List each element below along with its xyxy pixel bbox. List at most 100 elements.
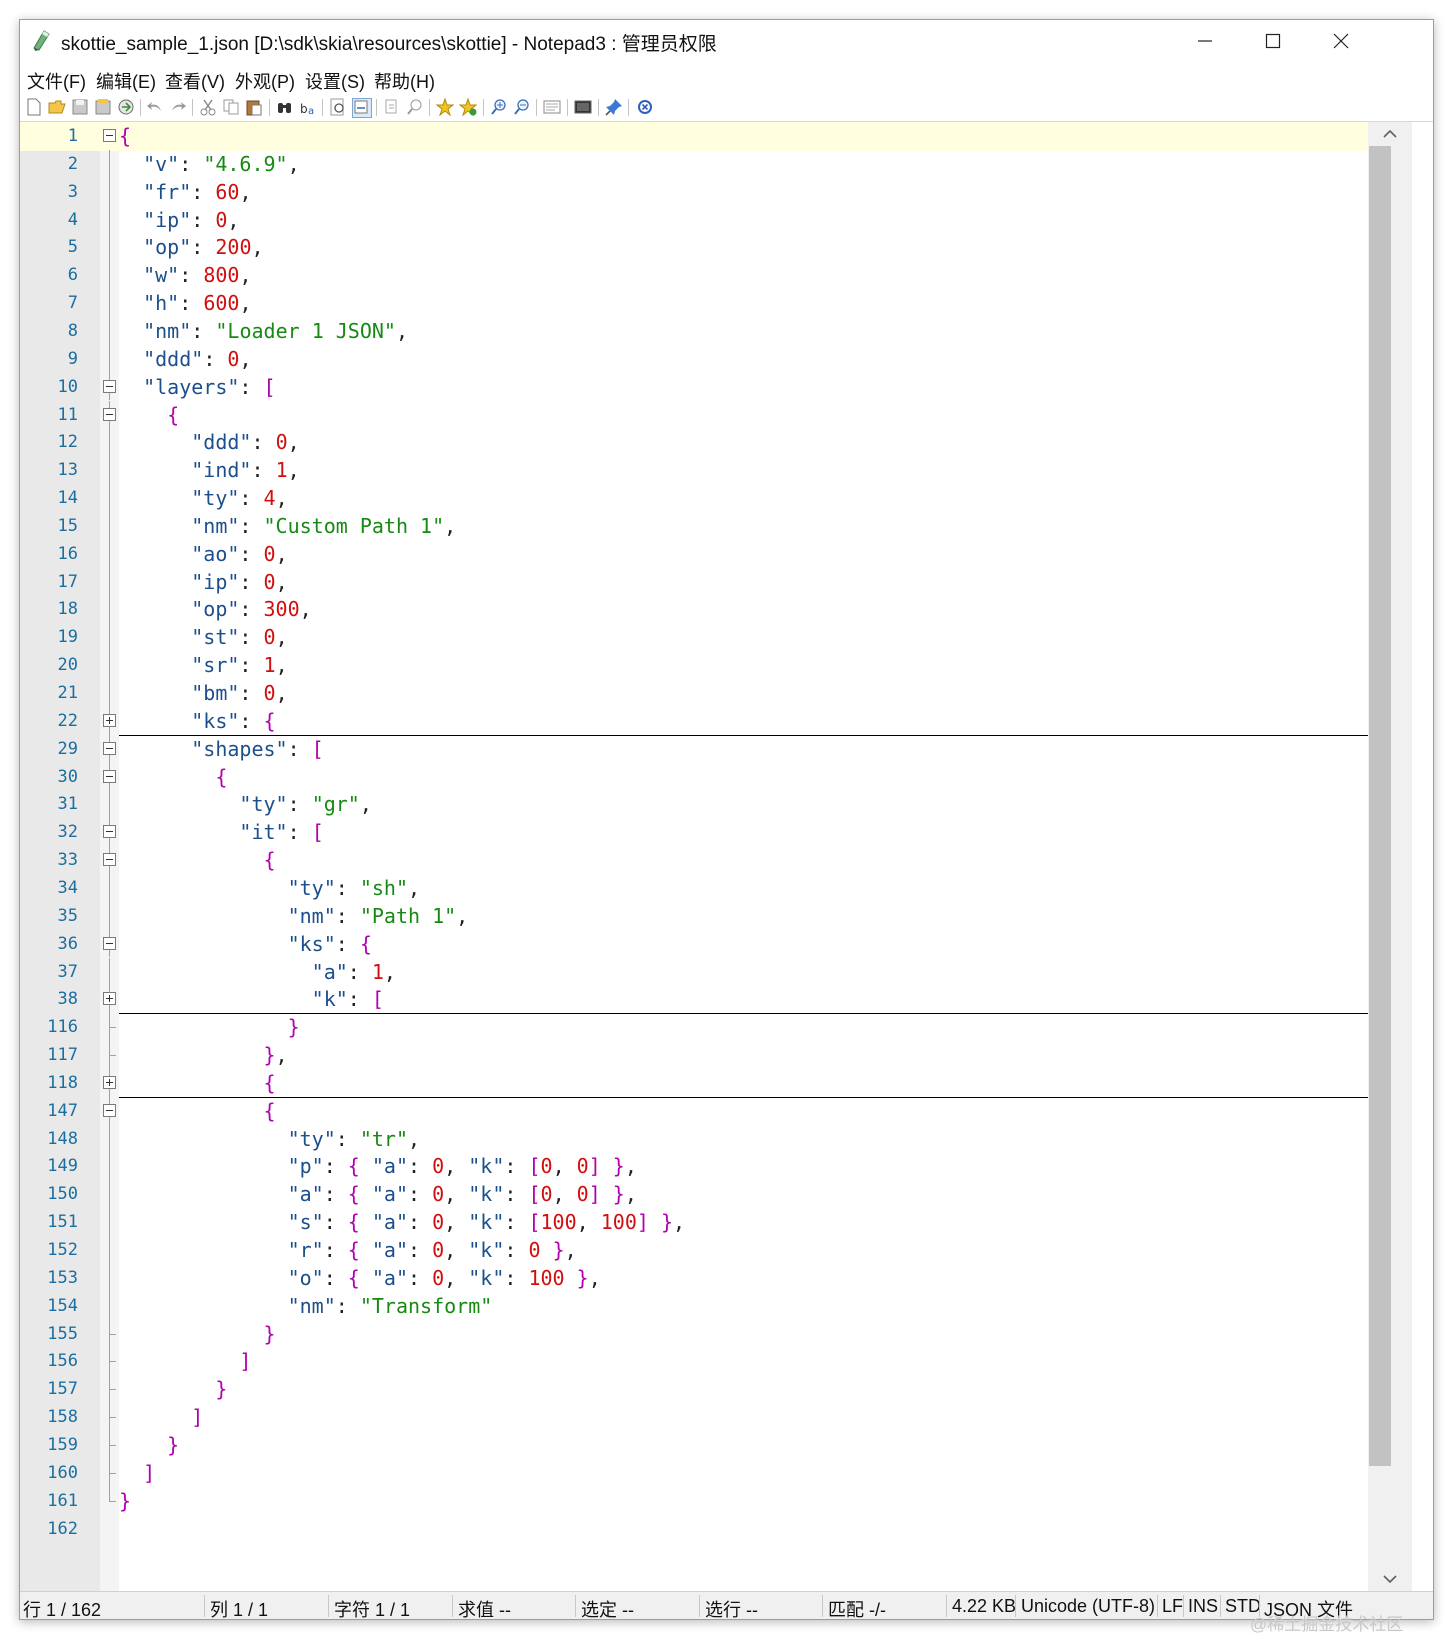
fold-expand-icon[interactable] [103,992,116,1006]
code-line[interactable]: 16 "ao": 0, [20,539,1412,569]
code-line[interactable]: 30 { [20,762,1412,792]
fold-collapse-icon[interactable] [103,379,116,393]
zoom-out-icon[interactable] [513,98,531,116]
save-icon[interactable] [71,98,89,116]
close-file-icon[interactable] [636,98,654,116]
code-line[interactable]: 148 "ty": "tr", [20,1124,1412,1154]
open-folder-icon[interactable] [48,98,66,116]
paste-icon[interactable] [245,98,263,116]
status-file-size[interactable]: 4.22 KB [952,1596,1017,1616]
status-line[interactable]: 行 1 / 162 [23,1600,102,1620]
word-wrap-icon[interactable] [329,98,347,116]
code-line[interactable]: 32 "it": [ [20,818,1412,847]
redo-icon[interactable] [169,98,187,116]
status-match[interactable]: 匹配 -/- [828,1600,886,1620]
menu-appearance[interactable]: 外观(P) [235,72,295,92]
code-line[interactable]: 161} [20,1486,1412,1516]
fold-collapse-icon[interactable] [103,129,116,142]
status-insert-mode[interactable]: INS [1188,1596,1219,1616]
new-file-icon[interactable] [26,98,44,116]
fold-expand-icon[interactable] [103,713,116,727]
code-line[interactable]: 156 ] [20,1347,1412,1376]
code-line[interactable]: 35 "nm": "Path 1", [20,901,1412,931]
scroll-down-button[interactable] [1368,1567,1412,1591]
status-encoding[interactable]: Unicode (UTF-8) [1021,1596,1156,1616]
code-line[interactable]: 18 "op": 300, [20,595,1412,624]
scroll-up-button[interactable] [1368,122,1412,146]
cut-icon[interactable] [199,98,217,116]
bookmark-add-icon[interactable] [459,98,477,116]
code-line[interactable]: 118 { [20,1068,1412,1098]
status-mode[interactable]: STD [1225,1596,1261,1616]
code-line[interactable]: 149 "p": { "a": 0, "k": [0, 0] }, [20,1152,1412,1181]
code-line[interactable]: 12 "ddd": 0, [20,428,1412,457]
code-line[interactable]: 6 "w": 800, [20,261,1412,290]
code-line[interactable]: 22 "ks": { [20,706,1412,736]
pin-icon[interactable] [605,98,623,116]
fold-collapse-icon[interactable] [103,769,116,783]
code-editor[interactable]: 1{2 "v": "4.6.9",3 "fr": 60,4 "ip": 0,5 … [20,122,1412,1591]
code-line[interactable]: 117 }, [20,1041,1412,1070]
code-line[interactable]: 4 "ip": 0, [20,205,1412,235]
scroll-thumb[interactable] [1369,146,1391,1466]
code-line[interactable]: 116 } [20,1013,1412,1042]
status-column[interactable]: 列 1 / 1 [210,1600,269,1620]
code-line[interactable]: 154 "nm": "Transform" [20,1291,1412,1321]
code-line[interactable]: 10 "layers": [ [20,372,1412,402]
goto-icon[interactable] [383,98,401,116]
code-line[interactable]: 9 "ddd": 0, [20,344,1412,374]
code-line[interactable]: 1{ [20,122,1412,151]
code-line[interactable]: 17 "ip": 0, [20,567,1412,597]
fold-collapse-icon[interactable] [103,853,116,867]
fold-collapse-icon[interactable] [103,1103,116,1117]
screen-icon[interactable] [574,98,592,116]
code-line[interactable]: 36 "ks": { [20,929,1412,959]
code-line[interactable]: 3 "fr": 60, [20,177,1412,207]
code-line[interactable]: 162 [20,1515,1412,1544]
code-line[interactable]: 13 "ind": 1, [20,456,1412,485]
code-line[interactable]: 11 { [20,400,1412,430]
menu-file[interactable]: 文件(F) [27,72,86,92]
status-eol[interactable]: LF [1162,1596,1184,1616]
close-button[interactable] [1307,20,1375,62]
code-line[interactable]: 15 "nm": "Custom Path 1", [20,511,1412,541]
code-line[interactable]: 31 "ty": "gr", [20,790,1412,819]
menu-view[interactable]: 查看(V) [165,72,225,92]
code-line[interactable]: 150 "a": { "a": 0, "k": [0, 0] }, [20,1180,1412,1209]
code-line[interactable]: 34 "ty": "sh", [20,873,1412,903]
zoom-in-icon[interactable] [490,98,508,116]
fold-collapse-icon[interactable] [103,741,116,755]
save-as-icon[interactable] [94,98,112,116]
code-line[interactable]: 8 "nm": "Loader 1 JSON", [20,316,1412,346]
code-line[interactable]: 157 } [20,1375,1412,1404]
code-line[interactable]: 153 "o": { "a": 0, "k": 100 }, [20,1263,1412,1293]
fold-collapse-icon[interactable] [103,407,116,421]
menu-settings[interactable]: 设置(S) [305,72,365,92]
code-line[interactable]: 2 "v": "4.6.9", [20,149,1412,179]
code-line[interactable]: 158 ] [20,1403,1412,1432]
code-line[interactable]: 14 "ty": 4, [20,484,1412,513]
fold-expand-icon[interactable] [103,1075,116,1089]
code-line[interactable]: 20 "sr": 1, [20,651,1412,680]
minimize-button[interactable] [1171,20,1239,62]
code-line[interactable]: 151 "s": { "a": 0, "k": [100, 100] }, [20,1208,1412,1237]
code-line[interactable]: 5 "op": 200, [20,233,1412,262]
find-next-icon[interactable] [406,98,424,116]
code-line[interactable]: 33 { [20,846,1412,875]
bookmark-icon[interactable] [436,98,454,116]
schemes-icon[interactable] [543,98,561,116]
code-line[interactable]: 147 { [20,1096,1412,1126]
code-line[interactable]: 29 "shapes": [ [20,734,1412,764]
copy-icon[interactable] [222,98,240,116]
code-line[interactable]: 155 } [20,1319,1412,1349]
status-char[interactable]: 字符 1 / 1 [334,1600,411,1620]
title-bar[interactable]: skottie_sample_1.json [D:\sdk\skia\resou… [20,20,1433,62]
code-line[interactable]: 160 ] [20,1458,1412,1488]
code-line[interactable]: 38 "k": [ [20,985,1412,1015]
status-selection[interactable]: 选定 -- [581,1600,634,1620]
menu-help[interactable]: 帮助(H) [374,72,435,92]
fold-collapse-icon[interactable] [103,825,116,839]
browse-icon[interactable] [117,98,135,116]
maximize-button[interactable] [1239,20,1307,62]
